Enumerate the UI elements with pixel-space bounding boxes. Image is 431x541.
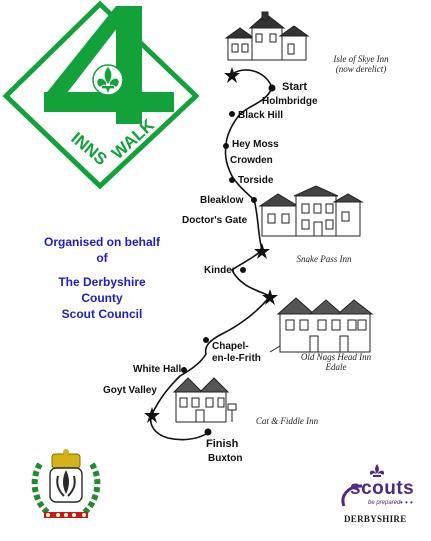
building-isle-of-skye-icon <box>224 11 310 61</box>
stop-label-crowden: Crowden <box>230 155 273 166</box>
inn-label-old-nags-head-line1: Old Nags Head Inn <box>300 352 372 362</box>
scouts-derbyshire-badge: scouts be prepared • • • DERBYSHIRE <box>338 464 424 530</box>
stop-label-black-hill: Black Hill <box>238 110 284 121</box>
building-old-nags-head-icon <box>269 297 374 353</box>
stop-label-start: Start <box>282 81 308 93</box>
scouts-fleur-de-lis-icon <box>369 464 385 477</box>
organiser-line-4: County <box>81 291 123 305</box>
inn-star-snake-pass <box>254 243 270 259</box>
logo-four-glyph <box>44 6 174 124</box>
stop-label-hey-moss: Hey Moss <box>232 139 279 150</box>
stop-dot-start <box>268 84 276 92</box>
building-snake-pass-icon <box>258 185 364 237</box>
stop-label-white-hall: White Hall <box>133 364 182 375</box>
inn-label-isle-of-skye: Isle of Skye Inn (now derelict) <box>312 54 410 74</box>
inn-label-old-nags-head-line2: Edale <box>325 362 347 372</box>
stop-dot-torside <box>229 177 235 183</box>
building-cat-fiddle-icon <box>172 377 237 423</box>
scouts-region: DERBYSHIRE <box>344 514 407 524</box>
organiser-line-3: The Derbyshire <box>58 275 146 289</box>
organiser-line-1: Organised on behalf <box>43 235 160 249</box>
inn-label-isle-of-skye-line1: Isle of Skye Inn <box>333 54 389 64</box>
inn-star-isle-of-skye <box>224 67 240 83</box>
stop-label-kinder: Kinder <box>204 265 236 276</box>
four-inns-walk-logo: INNS WALK <box>2 0 200 190</box>
stop-dot-kinder <box>240 267 246 273</box>
organiser-block: Organised on behalf of The Derbyshire Co… <box>18 234 186 322</box>
scouts-motto: be prepared <box>368 500 401 506</box>
stop-label-goyt-valley: Goyt Valley <box>103 385 157 396</box>
inn-label-isle-of-skye-line2: (now derelict) <box>335 64 387 74</box>
scouts-motto-dots: • • • <box>400 498 413 507</box>
stop-label-holmbridge: Holmbridge <box>262 96 318 107</box>
stop-dot-white-hall <box>181 367 187 373</box>
stop-label-chapel-2: en-le-Frith <box>212 353 261 364</box>
inn-label-snake-pass: Snake Pass Inn <box>296 254 352 264</box>
stop-label-chapel-1: Chapel- <box>212 341 249 352</box>
stop-dot-finish <box>204 428 212 436</box>
inn-star-old-nags-head <box>262 289 278 305</box>
organiser-line-5: Scout Council <box>61 307 143 321</box>
stop-label-bleaklow: Bleaklow <box>200 195 244 206</box>
stop-label-doctors-gate: Doctor's Gate <box>182 215 248 226</box>
scouts-swoosh-icon <box>341 484 363 507</box>
scouts-word: scouts <box>350 478 415 499</box>
stop-label-torside: Torside <box>238 175 274 186</box>
stop-dot-bleaklow <box>251 197 257 203</box>
route-path <box>150 69 273 441</box>
stop-dot-chapel <box>203 337 209 343</box>
route-stop-dots <box>181 84 276 436</box>
inn-label-old-nags-head: Old Nags Head Inn Edale <box>286 352 386 372</box>
inn-stars <box>144 67 278 423</box>
stop-label-finish: Finish <box>206 438 239 450</box>
stop-dot-hey-moss <box>223 143 229 149</box>
stop-label-buxton: Buxton <box>208 453 243 464</box>
inn-label-cat-fiddle: Cat & Fiddle Inn <box>255 416 319 426</box>
organiser-line-2: of <box>96 251 108 265</box>
fleur-de-lis-icon <box>92 64 124 96</box>
crest-badge-icon <box>31 449 101 519</box>
stop-dot-black-hill <box>229 111 235 117</box>
inn-star-cat-fiddle <box>144 407 160 423</box>
